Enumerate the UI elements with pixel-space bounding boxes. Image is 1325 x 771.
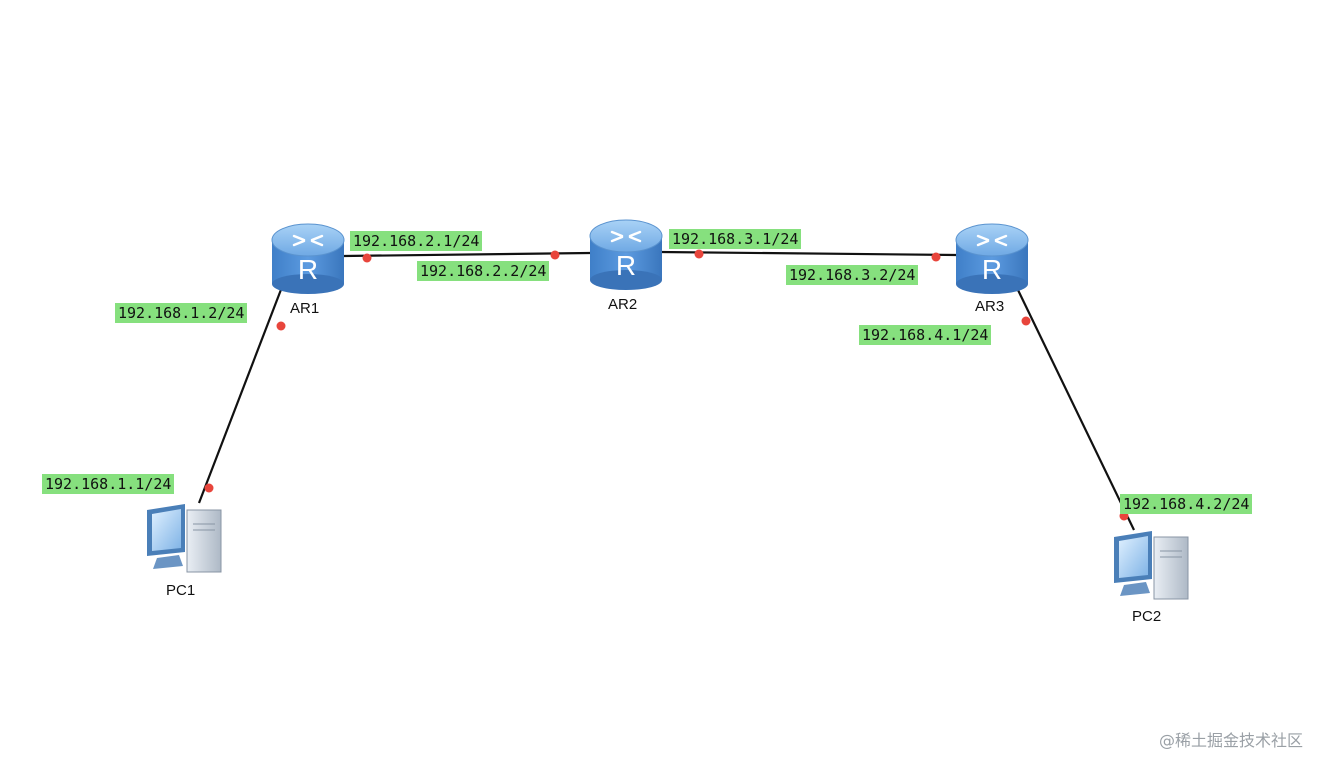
links — [197, 250, 1135, 531]
device-label-pc1: PC1 — [166, 582, 196, 599]
router-icon: R — [955, 223, 1029, 294]
port-dot-pc1 — [204, 483, 214, 493]
ip-label-ar1-ar2: 192.168.2.1/24 — [350, 231, 483, 251]
router-glyph: R — [616, 250, 636, 281]
device-label-ar1: AR1 — [290, 300, 320, 317]
router-icon: R — [589, 219, 663, 290]
port-dot-ar1-ar2 — [362, 253, 372, 263]
ip-label-pc1: 192.168.1.1/24 — [42, 474, 175, 494]
port-dot-ar2-ar1 — [550, 250, 560, 260]
ip-label-ar3-pc2: 192.168.4.1/24 — [859, 325, 992, 345]
ip-label-ar3-ar2: 192.168.3.2/24 — [786, 265, 919, 285]
link-ar1-ar2 — [343, 251, 591, 258]
link-ar3-pc2 — [1017, 289, 1135, 531]
device-label-ar3: AR3 — [975, 298, 1005, 315]
port-dot-ar1-pc1 — [276, 321, 286, 331]
pc-icon — [1114, 531, 1189, 600]
port-dot-ar3-pc2 — [1021, 316, 1031, 326]
router-ar3[interactable]: R — [955, 223, 1029, 294]
router-ar1[interactable]: R — [271, 223, 345, 294]
device-label-pc2: PC2 — [1132, 608, 1162, 625]
port-dot-ar3-ar2 — [931, 252, 941, 262]
router-icon: R — [271, 223, 345, 294]
router-glyph: R — [982, 254, 1002, 285]
link-ar2-ar3 — [659, 250, 957, 257]
watermark: @稀土掘金技术社区 — [1158, 731, 1303, 750]
router-glyph: R — [298, 254, 318, 285]
ip-label-pc2: 192.168.4.2/24 — [1120, 494, 1253, 514]
pc-icon — [147, 504, 222, 573]
link-pc1-ar1 — [197, 286, 284, 504]
device-label-ar2: AR2 — [608, 296, 638, 313]
pc-pc1[interactable] — [147, 504, 222, 573]
pc-pc2[interactable] — [1114, 531, 1189, 600]
ip-label-ar2-ar1: 192.168.2.2/24 — [417, 261, 550, 281]
ip-label-ar1-pc1: 192.168.1.2/24 — [115, 303, 248, 323]
ip-label-ar2-ar3: 192.168.3.1/24 — [669, 229, 802, 249]
router-ar2[interactable]: R — [589, 219, 663, 290]
port-dot-ar2-ar3 — [694, 249, 704, 259]
